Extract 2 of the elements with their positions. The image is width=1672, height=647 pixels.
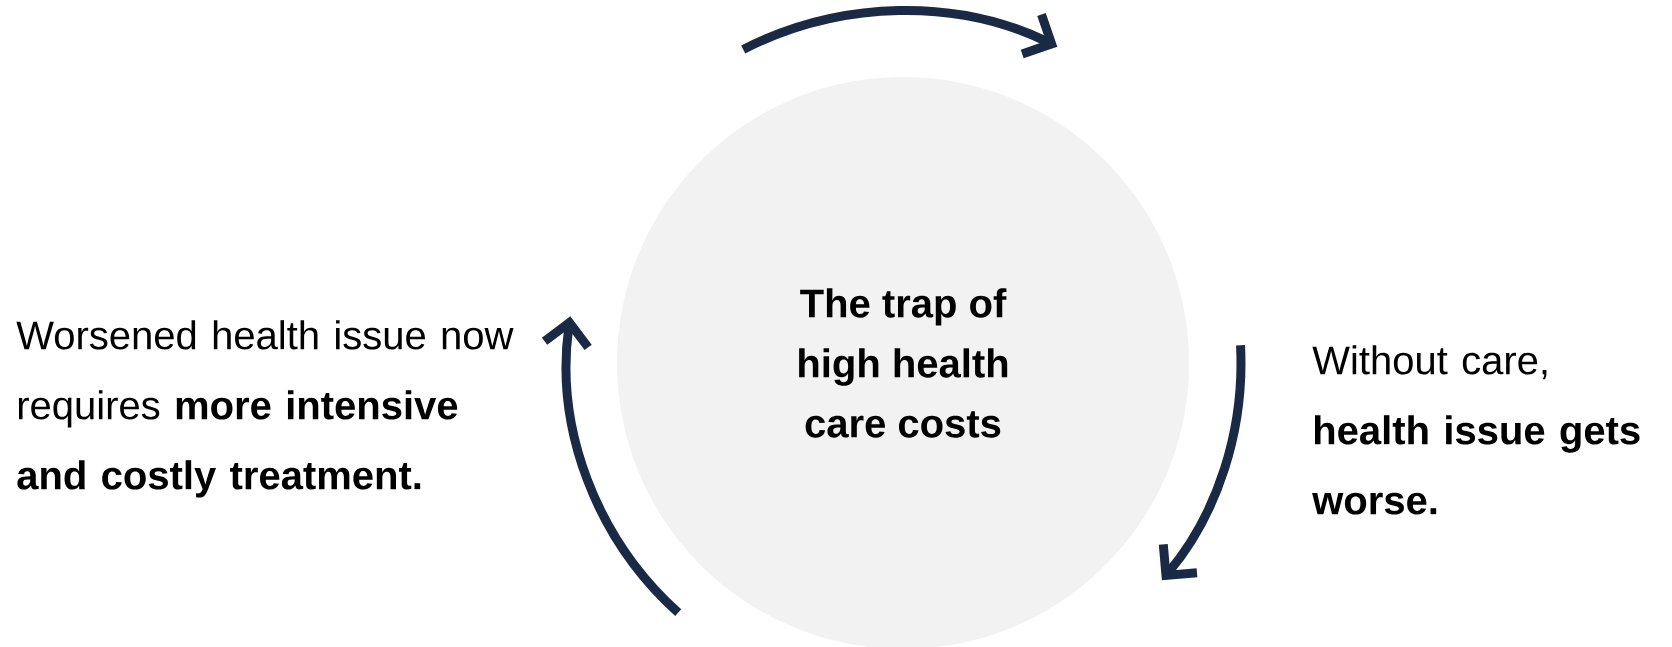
caption-text: Without care, health issue gets worse.	[1312, 345, 1640, 515]
caption-text: Worsened health issue now requires more intensive and costly treatment.	[16, 320, 514, 498]
